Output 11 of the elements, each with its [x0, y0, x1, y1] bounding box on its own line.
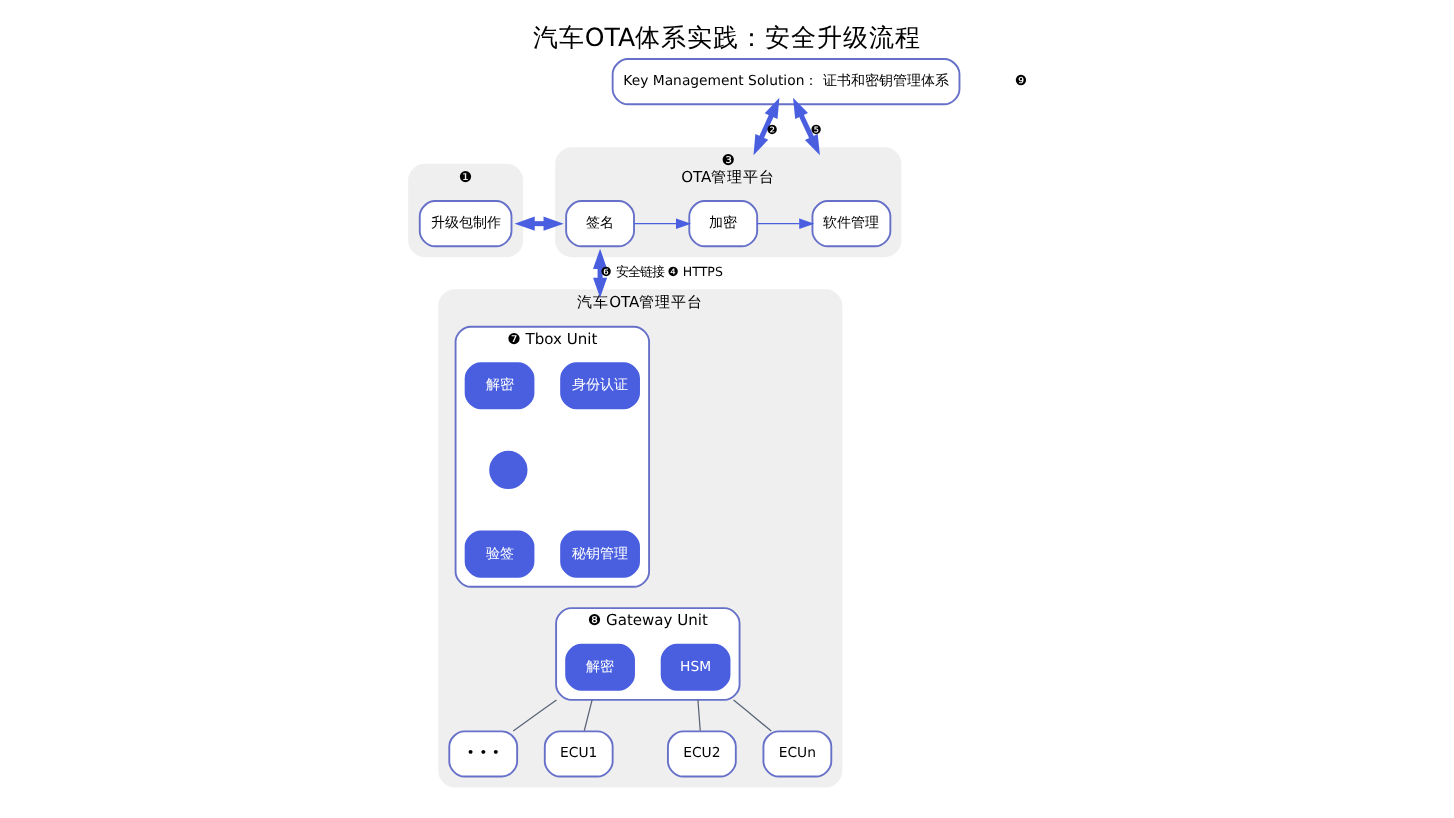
arrow — [793, 97, 820, 156]
arrow — [514, 216, 564, 231]
connector — [732, 699, 772, 732]
arrow — [756, 218, 815, 229]
diagram-title: 汽车OTA体系实践：安全升级流程 — [532, 22, 922, 53]
connector — [697, 699, 701, 732]
connector — [583, 699, 593, 732]
arrow — [633, 218, 692, 229]
arrow — [753, 97, 780, 156]
node-circle — [487, 448, 530, 491]
connector — [512, 699, 558, 732]
